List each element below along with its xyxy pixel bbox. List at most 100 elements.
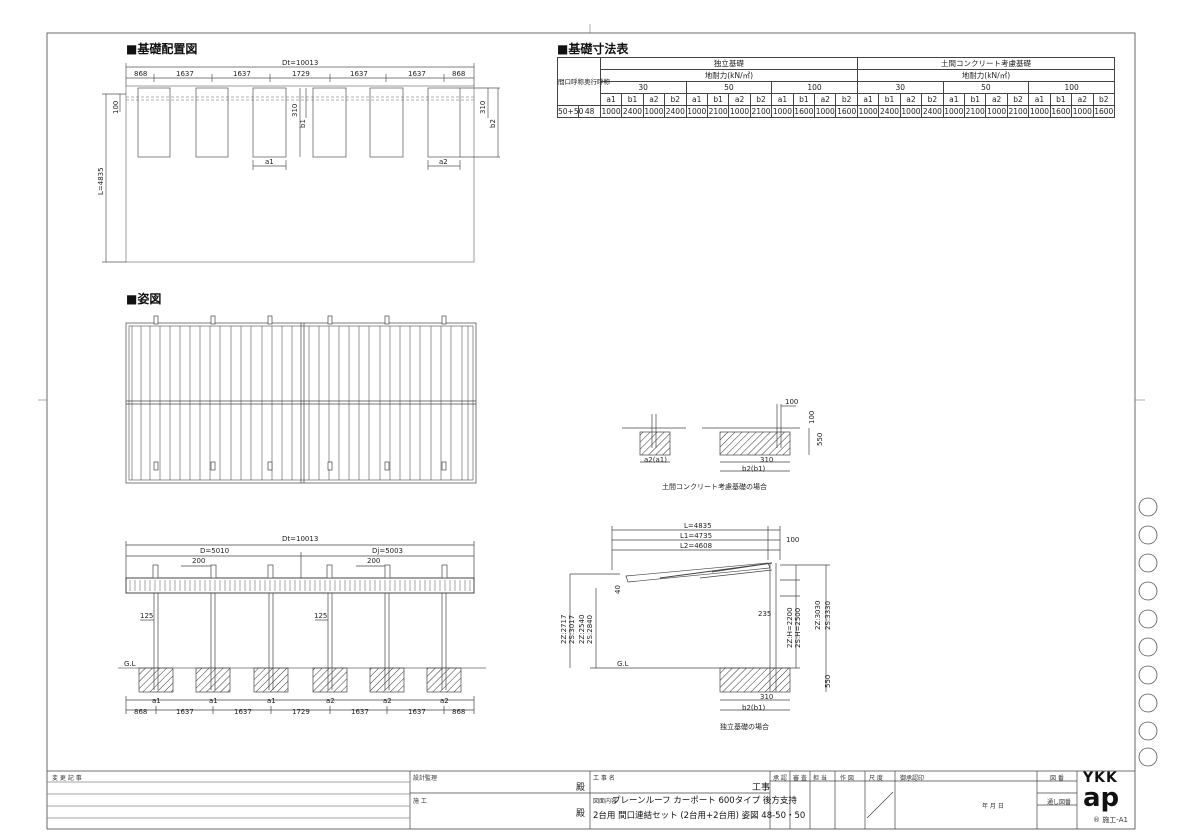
table-col-b2: b2 [921,93,944,106]
table-b50-2: 50 [942,81,1030,94]
table-value-cell: 2400 [921,105,944,118]
table-col-a2: a2 [899,93,923,106]
plan-total-dim: Dt=10013 [282,59,318,67]
table-value-cell: 1000 [685,105,708,118]
sheet-border [46,32,1136,830]
content-line2: 2台用 間口連結セット (2台用+2台用) 姿図 48-50・50 [593,811,806,821]
roof-plan-view [125,315,477,484]
front-gl-label: G.L [124,660,136,668]
section-layout-title: ■基礎配置図 [126,42,198,56]
table-col-a2: a2 [1071,93,1094,106]
table-col-a2: a2 [642,93,666,106]
drawing-number-label: 図 番 [1050,775,1064,782]
table-b50-1: 50 [685,81,773,94]
front-foot-4: a2 [326,697,335,705]
plan-310b-dim: 310 [479,101,487,114]
front-span-6: 1637 [408,708,426,716]
table-group-1: 独立基礎 [599,57,858,70]
front-foot-3: a1 [267,697,276,705]
side-gl: G.L [617,660,629,668]
foundation-dimension-table: 間口呼称奥行呼称 独立基礎 土間コンクリート考慮基礎 地耐力(kN/㎡) 地耐力… [556,57,1116,118]
side-caption: 独立基礎の場合 [720,722,769,731]
side-left-h3: 2Z:2540 [578,615,586,644]
table-col-a1: a1 [599,93,623,106]
side-L1: L1=4735 [680,532,712,540]
table-value-cell: 1000 [942,105,966,118]
table-value-cell: 1600 [835,105,858,118]
contractor-honorific: 殿 [576,809,586,819]
side-d235: 235 [758,610,771,618]
table-col-a1: a1 [1028,93,1051,106]
table-group-2: 土間コンクリート考慮基礎 [856,57,1116,70]
slab-caption: 土間コンクリート考慮基礎の場合 [662,482,767,491]
approval-label: 御承認印 [900,775,925,782]
side-elevation [569,526,830,711]
table-value-cell: 2100 [749,105,773,118]
side-d40: 40 [614,585,622,594]
table-col-b1: b1 [1049,93,1073,106]
revision-label: 変 更 記 事 [52,775,82,782]
table-col-a1: a1 [771,93,794,106]
side-left-h4: 2S:2840 [586,615,594,644]
side-d100: 100 [786,536,799,544]
side-b2b1: b2(b1) [742,704,766,712]
sheet-code: ® 施工-A1 [1093,816,1128,824]
table-col-a1: a1 [685,93,708,106]
side-right-h1: 2Z:H=2200 [786,607,794,648]
front-span-3: 1637 [234,708,252,716]
table-col-b1: b1 [878,93,901,106]
plan-a1-label: a1 [265,158,274,166]
slab-d100v: 100 [808,411,816,424]
slab-foundation-detail [622,404,810,472]
stamp-scale: 尺 度 [869,775,883,782]
project-label: 工 事 名 [593,775,615,782]
logo-top: YKK [1083,770,1118,786]
front-foot-6: a2 [440,697,449,705]
binding-holes [1138,497,1158,767]
table-value-cell: 1600 [1092,105,1116,118]
front-125a-dim: 125 [140,612,153,620]
table-col-b1: b1 [964,93,987,106]
slab-d100: 100 [785,398,798,406]
section-dims-title: ■基礎寸法表 [557,42,629,56]
design-label: 設計監理 [413,775,438,782]
front-200b-dim: 200 [367,557,380,565]
plan-span-5: 1637 [350,70,368,78]
front-span-2: 1637 [176,708,194,716]
logo-bottom: ap [1083,783,1120,813]
ykk-ap-logo: YKK ap [1083,771,1133,811]
plan-310-dim: 310 [291,104,299,117]
table-col-a2: a2 [728,93,751,106]
table-col-b1: b1 [792,93,816,106]
table-col-b2: b2 [1006,93,1030,106]
table-value-cell: 1000 [1071,105,1094,118]
content-label: 図面内容 [593,798,618,805]
plan-b2-label: b2 [489,119,497,128]
section-view-title: ■姿図 [126,292,162,306]
stamp-draw: 作 図 [840,775,854,782]
table-value-cell: 1600 [792,105,816,118]
stamp-approve: 承 認 [773,775,787,782]
table-bearing-1: 地耐力(kN/㎡) [599,69,858,82]
plan-span-2: 1637 [176,70,194,78]
slab-d310: 310 [760,456,773,464]
slab-a2a1: a2(a1) [644,456,667,464]
table-value-cell: 2100 [706,105,730,118]
table-col-b2: b2 [664,93,687,106]
stamp-review: 審 査 [793,775,807,782]
table-value-cell: 1000 [899,105,923,118]
table-value-cell: 1000 [771,105,794,118]
table-value-cell: 1000 [814,105,837,118]
plan-span-7: 868 [452,70,465,78]
table-col-b2: b2 [1092,93,1116,106]
plan-length-dim: L=4835 [97,167,105,195]
plan-a2-label: a2 [439,158,448,166]
table-col-a1: a1 [856,93,880,106]
table-b30-1: 30 [599,81,687,94]
table-col-a2: a2 [985,93,1008,106]
slab-d550: 550 [816,433,824,446]
side-L: L=4835 [684,522,712,530]
side-left-h1: 2Z:2717 [560,615,568,644]
table-col-a2: a2 [814,93,837,106]
